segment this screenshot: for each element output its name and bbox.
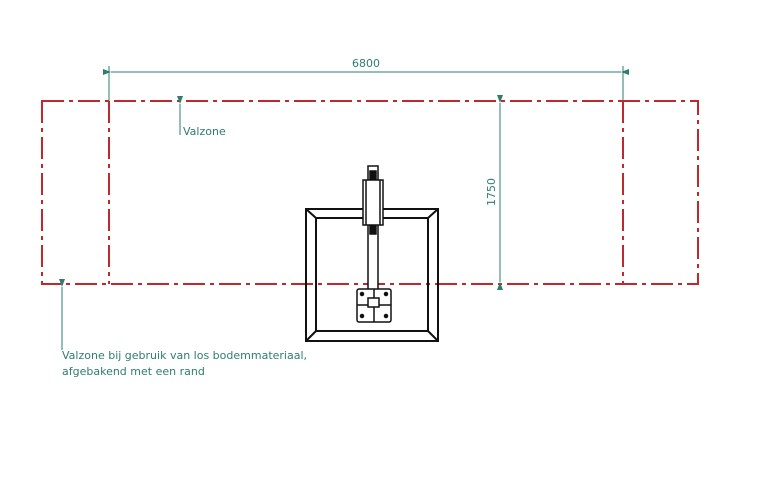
- valzone-loose-label-line1: Valzone bij gebruik van los bodemmateria…: [62, 349, 307, 362]
- width-dimension: [103, 66, 629, 101]
- valzone-loose-label-line2: afgebakend met een rand: [62, 365, 205, 378]
- valzone-label: Valzone: [183, 125, 226, 138]
- equipment-base-plate: [356, 288, 392, 323]
- height-dimension-label: 1750: [485, 178, 498, 206]
- width-dimension-label: 6800: [352, 57, 380, 70]
- equipment-post: [362, 165, 384, 292]
